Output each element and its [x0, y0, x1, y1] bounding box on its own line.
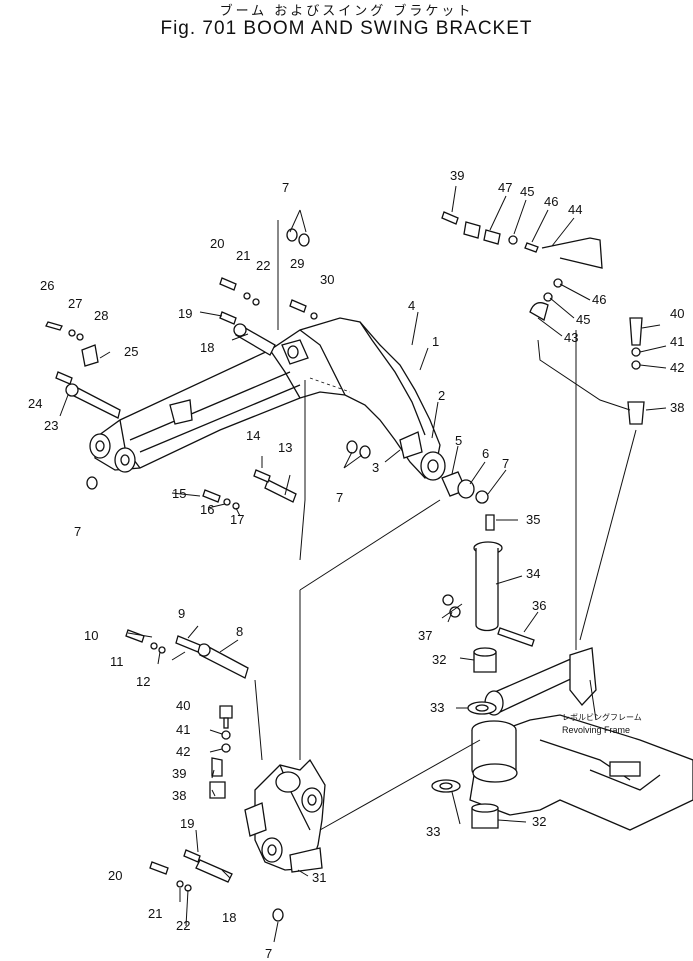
callout-46: 46	[592, 292, 606, 307]
callout-2: 2	[438, 388, 445, 403]
callout-35: 35	[526, 512, 540, 527]
callout-32: 32	[532, 814, 546, 829]
boom	[89, 317, 446, 481]
callout-24: 24	[28, 396, 42, 411]
callout-33: 33	[430, 700, 444, 715]
callout-45: 45	[520, 184, 534, 199]
title-japanese: ブーム およびスイング ブラケット	[219, 4, 474, 19]
callout-13: 13	[278, 440, 292, 455]
callout-14: 14	[246, 428, 260, 443]
callout-15: 15	[172, 486, 186, 501]
callout-18: 18	[200, 340, 214, 355]
callout-46: 46	[544, 194, 558, 209]
revolving-frame	[469, 647, 693, 831]
callout-38: 38	[670, 400, 684, 415]
note-english: Revolving Frame	[562, 725, 630, 735]
callout-7: 7	[336, 490, 343, 505]
callout-40: 40	[176, 698, 190, 713]
callout-43: 43	[564, 330, 578, 345]
callout-42: 42	[670, 360, 684, 375]
callout-27: 27	[68, 296, 82, 311]
callout-40: 40	[670, 306, 684, 321]
callout-44: 44	[568, 202, 582, 217]
callout-12: 12	[136, 674, 150, 689]
callout-47: 47	[498, 180, 512, 195]
note-japanese: レボルビングフレーム	[562, 712, 642, 722]
callout-30: 30	[320, 272, 334, 287]
callout-34: 34	[526, 566, 540, 581]
callout-22: 22	[176, 918, 190, 933]
callout-19: 19	[178, 306, 192, 321]
callout-23: 23	[44, 418, 58, 433]
callout-7: 7	[502, 456, 509, 471]
callout-39: 39	[172, 766, 186, 781]
revolving-frame-note: レボルビングフレーム Revolving Frame	[562, 712, 642, 735]
callout-28: 28	[94, 308, 108, 323]
callout-5: 5	[455, 433, 462, 448]
callout-33: 33	[426, 824, 440, 839]
callout-17: 17	[230, 512, 244, 527]
callout-18: 18	[222, 910, 236, 925]
callout-37: 37	[418, 628, 432, 643]
callout-25: 25	[124, 344, 138, 359]
callout-32: 32	[432, 652, 446, 667]
leader-lines	[59, 185, 667, 943]
callout-1: 1	[432, 334, 439, 349]
callout-7: 7	[74, 524, 81, 539]
callout-19: 19	[180, 816, 194, 831]
callout-7: 7	[282, 180, 289, 195]
callout-21: 21	[148, 906, 162, 921]
callout-45: 45	[576, 312, 590, 327]
swing-bracket	[244, 758, 326, 873]
callout-7: 7	[265, 946, 272, 961]
callout-22: 22	[256, 258, 270, 273]
callout-6: 6	[482, 446, 489, 461]
callout-20: 20	[210, 236, 224, 251]
callout-11: 11	[110, 654, 124, 669]
callout-16: 16	[200, 502, 214, 517]
callout-labels: 1 2 3 4 5 6 7 7 7 7 7 8 9 10 11 12 13 14…	[28, 168, 684, 961]
callout-41: 41	[176, 722, 190, 737]
callout-41: 41	[670, 334, 684, 349]
callout-26: 26	[40, 278, 54, 293]
callout-38: 38	[172, 788, 186, 803]
callout-42: 42	[176, 744, 190, 759]
callout-31: 31	[312, 870, 326, 885]
callout-8: 8	[236, 624, 243, 639]
callout-20: 20	[108, 868, 122, 883]
callout-39: 39	[450, 168, 464, 183]
callout-4: 4	[408, 298, 415, 313]
callout-9: 9	[178, 606, 185, 621]
callout-3: 3	[372, 460, 379, 475]
callout-10: 10	[84, 628, 98, 643]
figure-title: Fig. 701 BOOM AND SWING BRACKET	[160, 18, 533, 39]
callout-21: 21	[236, 248, 250, 263]
callout-36: 36	[532, 598, 546, 613]
callout-29: 29	[290, 256, 304, 271]
